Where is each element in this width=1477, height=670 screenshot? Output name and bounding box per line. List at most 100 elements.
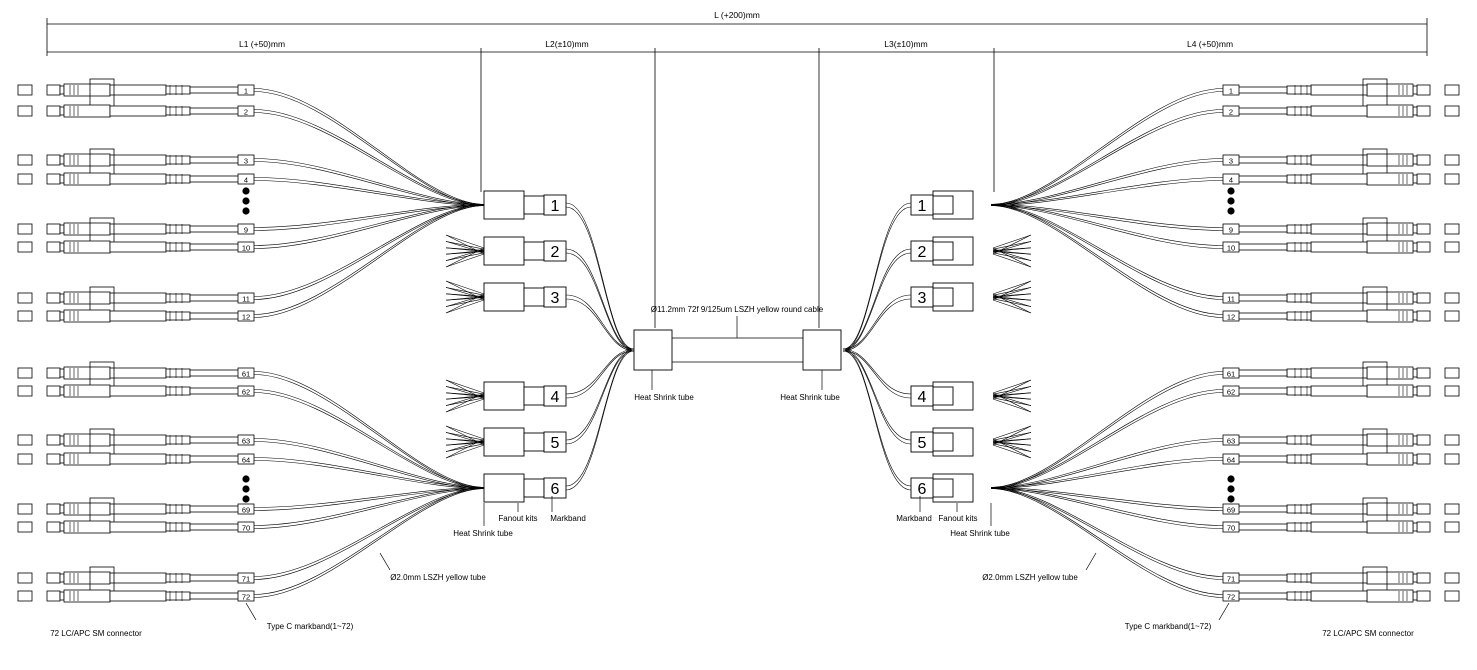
fiber-number: 2: [1229, 108, 1233, 117]
l2-label: L2(±10)mm: [545, 39, 588, 49]
fiber-markband: 64: [1222, 453, 1240, 465]
fiber-tube: [990, 204, 1224, 246]
fiber-tube: [990, 205, 1224, 249]
fiber-number: 64: [242, 456, 250, 465]
fiber-tube: [253, 374, 485, 489]
fiber-markband: 10: [1222, 241, 1240, 253]
fanout-leg: [842, 348, 912, 395]
fanout-kits-right-label: Fanout kits: [938, 514, 977, 523]
fiber-tube: [253, 441, 485, 489]
fiber-tube: [990, 488, 1224, 580]
lc-connector: [17, 78, 241, 110]
ellipsis-dot: [242, 485, 250, 493]
fiber-tube: [253, 204, 485, 228]
fanout-kit: 1: [483, 190, 567, 220]
fiber-markband: 63: [1222, 434, 1240, 446]
fiber-tube: [253, 487, 485, 508]
fanout-leg: [565, 252, 635, 352]
fiber-legs: [565, 202, 912, 491]
fanout-number: 2: [918, 244, 927, 261]
l4-label: L4 (+50)mm: [1187, 39, 1233, 49]
fanout-leg: [565, 348, 635, 441]
lc-connector: [1236, 104, 1460, 118]
fiber-tube: [253, 158, 485, 205]
fanout-leg: [842, 350, 912, 491]
fiber-number: 1: [244, 87, 248, 96]
fiber-markband: 3: [237, 154, 255, 166]
fiber-tube: [253, 161, 485, 206]
fiber-tube: [253, 488, 485, 580]
fanout-number: 1: [551, 198, 560, 215]
ellipsis-dot: [242, 197, 250, 205]
lc-connector: [1236, 78, 1460, 110]
lc-connector: [1236, 589, 1460, 603]
lc-connector: [17, 589, 241, 603]
lc-connector: [1236, 520, 1460, 534]
fiber-number: 62: [1227, 388, 1235, 397]
fiber-number: 9: [1229, 226, 1233, 235]
fiber-number: 3: [1229, 157, 1233, 166]
fiber-markband: 1: [1222, 84, 1240, 96]
fiber-markband: 62: [237, 385, 255, 397]
ellipsis-dot: [242, 475, 250, 483]
lc-connector: [17, 361, 241, 393]
fanout-kits-left-label: Fanout kits: [498, 514, 537, 523]
fanout-kit: 1: [910, 190, 974, 220]
fiber-tube: [253, 488, 485, 598]
lc-connector: [1236, 384, 1460, 398]
fiber-tube: [990, 488, 1224, 529]
fiber-tubes: 1234910111261626364697071721234910111261…: [17, 78, 1460, 603]
fiber-tube: [990, 109, 1224, 205]
fanout-kit: 3: [910, 280, 1032, 314]
fiber-tube: [990, 88, 1224, 205]
fiber-tube: [990, 392, 1224, 489]
heat-shrink-fanout-right-label: Heat Shrink tube: [950, 529, 1010, 538]
fiber-number: 64: [1227, 456, 1235, 465]
fiber-number: 70: [1227, 524, 1235, 533]
fiber-markband: 12: [1222, 310, 1240, 322]
tube-left-label: Ø2.0mm LSZH yellow tube: [390, 573, 486, 582]
callouts: Heat Shrink tube Fanout kits Markband He…: [50, 496, 1414, 638]
fiber-tube: [253, 91, 485, 206]
fanout-leg: [842, 350, 912, 445]
lc-connector: [1236, 240, 1460, 254]
fiber-tube: [253, 371, 485, 488]
fanout-kit: 4: [910, 379, 1032, 413]
fiber-tube: [990, 488, 1224, 598]
fiber-tube: [990, 204, 1224, 228]
fanout-leg: [842, 252, 912, 352]
fiber-markband: 72: [237, 590, 255, 602]
fiber-tube: [990, 457, 1224, 488]
fanout-kit: 5: [910, 425, 1032, 459]
fiber-markband: 11: [1222, 292, 1240, 304]
fiber-number: 11: [1227, 295, 1235, 304]
fiber-tube: [253, 205, 485, 318]
fiber-tube: [990, 205, 1224, 300]
lc-connector: [17, 520, 241, 534]
fiber-markband: 69: [237, 503, 255, 515]
fanout-number: 4: [918, 389, 927, 406]
fanout-leg: [565, 348, 635, 487]
fiber-tube: [990, 112, 1224, 206]
lc-connector: [17, 428, 241, 460]
lc-connector: [17, 566, 241, 598]
fiber-tube: [990, 204, 1224, 297]
cable-spec-label: Ø11.2mm 72f 9/125um LSZH yellow round ca…: [651, 305, 824, 314]
ellipsis-dot: [1227, 187, 1235, 195]
heat-shrink-tube-center-right: [802, 329, 842, 371]
fiber-number: 72: [1227, 593, 1235, 602]
lc-connector: [17, 452, 241, 466]
fiber-tube: [990, 91, 1224, 206]
lc-connector: [1236, 452, 1460, 466]
lc-connector: [1236, 566, 1460, 598]
fiber-tube: [253, 438, 485, 488]
lc-connector: [1236, 172, 1460, 186]
heat-shrink-tube-center-left: [633, 329, 673, 371]
fiber-markband: 4: [237, 173, 255, 185]
fiber-tube: [253, 112, 485, 206]
fiber-number: 10: [242, 244, 250, 253]
dimension-segments: L1 (+50)mm L2(±10)mm L3(±10)mm L4 (+50)m…: [47, 39, 1427, 328]
fiber-tube: [253, 487, 485, 595]
lc-connector: [17, 240, 241, 254]
